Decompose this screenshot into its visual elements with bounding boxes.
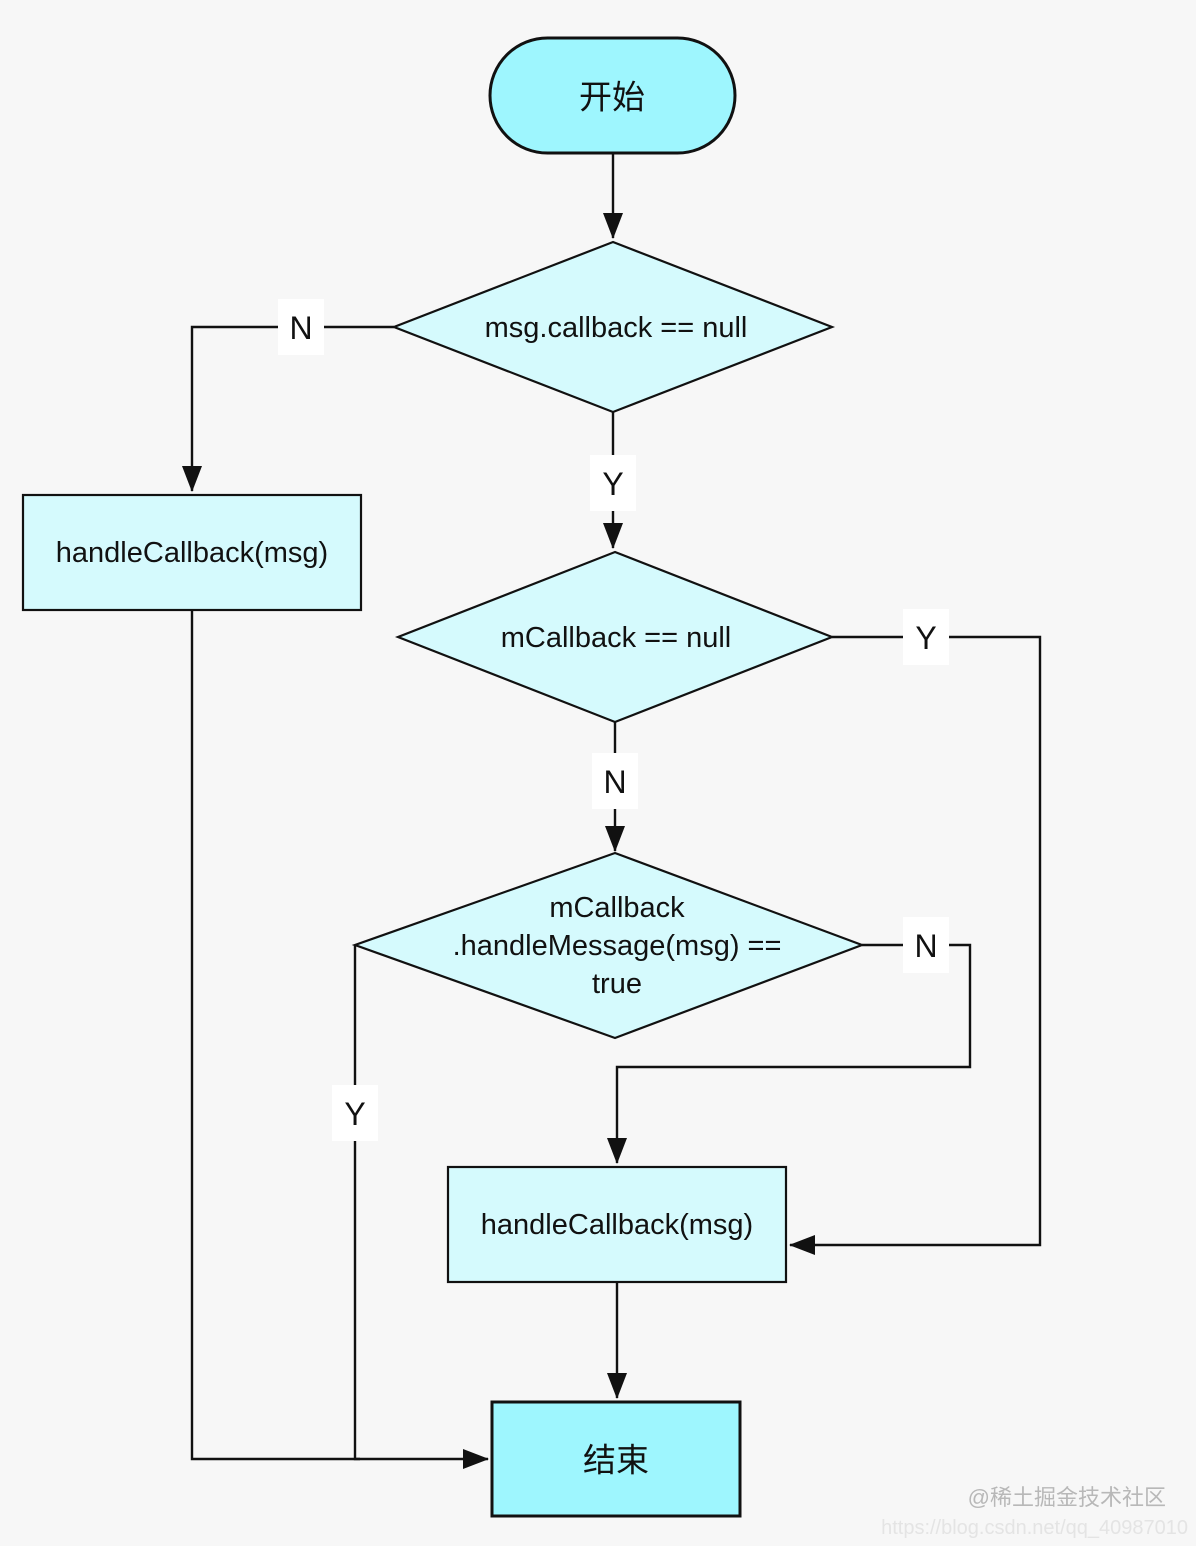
start-node-label: 开始 xyxy=(579,79,645,116)
edge-label-decision2-yes: Y xyxy=(903,609,949,665)
process-handle-callback-left: handleCallback(msg) xyxy=(21,493,363,612)
edge-label-bg xyxy=(278,299,324,355)
edge-label-bg xyxy=(903,609,949,665)
decision-handle-message: mCallback .handleMessage(msg) == true xyxy=(351,851,866,1040)
edge-label-bg xyxy=(903,917,949,973)
process-handle-callback-left-shape xyxy=(21,493,363,612)
edge-label-bg xyxy=(332,1085,378,1141)
decision-mcallback-null: mCallback == null xyxy=(394,550,836,724)
edge-label-text: Y xyxy=(915,620,936,656)
edge-label-decision1-yes: Y xyxy=(590,455,636,511)
edge-label-text: N xyxy=(914,928,937,964)
edge-label-bg xyxy=(590,455,636,511)
start-node: 开始 xyxy=(488,36,737,155)
edge-label-decision2-no: N xyxy=(592,753,638,809)
process-handle-callback-main-label: handleCallback(msg) xyxy=(481,1209,753,1241)
start-node-shape xyxy=(488,36,737,155)
edge-process-left-to-end xyxy=(190,610,360,1461)
watermark-url: https://blog.csdn.net/qq_40987010 xyxy=(881,1517,1188,1539)
decision-msg-callback-label: msg.callback == null xyxy=(485,312,748,344)
edge-label-text: N xyxy=(289,310,312,346)
edge-label-text: Y xyxy=(344,1096,365,1132)
decision-mcallback-null-shape xyxy=(394,550,836,724)
process-handle-callback-main-shape xyxy=(446,1165,788,1284)
process-handle-callback-left-label: handleCallback(msg) xyxy=(56,537,328,569)
edge-decision1-no xyxy=(182,325,394,492)
process-handle-callback-main: handleCallback(msg) xyxy=(446,1165,788,1284)
end-node-shape xyxy=(490,1400,742,1518)
edge-label-decision3-yes: Y xyxy=(332,1085,378,1141)
decision-mcallback-null-label: mCallback == null xyxy=(501,622,732,654)
end-node: 结束 xyxy=(490,1400,742,1518)
decision-handle-message-shape xyxy=(351,851,866,1040)
decision-handle-message-line2: .handleMessage(msg) == xyxy=(453,930,782,962)
decision-msg-callback-shape xyxy=(390,240,836,414)
decision-handle-message-line1: mCallback xyxy=(549,892,685,924)
end-node-label: 结束 xyxy=(583,1442,649,1479)
edge-label-text: Y xyxy=(602,466,623,502)
edge-label-decision3-no: N xyxy=(903,917,949,973)
decision-handle-message-line3: true xyxy=(592,968,642,1000)
watermark-community: @稀土掘金技术社区 xyxy=(968,1485,1166,1510)
edge-label-decision1-no: N xyxy=(278,299,324,355)
edge-label-bg xyxy=(592,753,638,809)
decision-msg-callback: msg.callback == null xyxy=(390,240,836,414)
edge-label-text: N xyxy=(603,764,626,800)
